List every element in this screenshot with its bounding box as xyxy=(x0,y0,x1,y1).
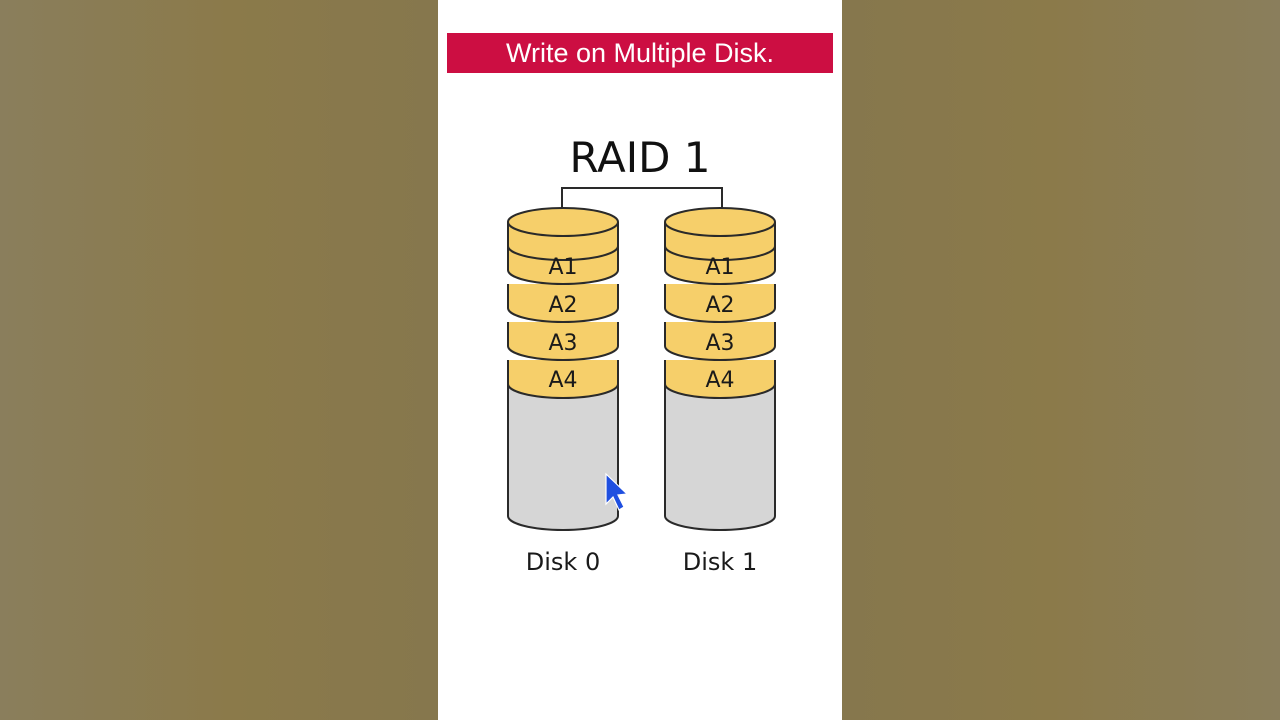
disk-0-block-3 xyxy=(507,322,619,361)
disk-1: A1 A2 A3 A4 xyxy=(664,207,776,531)
disk-0-body xyxy=(507,383,619,531)
disk-0-top xyxy=(507,207,619,237)
disk-1-block-2 xyxy=(664,284,776,323)
disk-1-block-label: A2 xyxy=(705,293,734,318)
disk-1-block-4 xyxy=(664,360,776,399)
disk-0-block-label: A3 xyxy=(548,331,577,356)
diagram-title: RAID 1 xyxy=(569,133,710,182)
disk-0-block-4 xyxy=(507,360,619,399)
banner: Write on Multiple Disk. xyxy=(447,33,833,73)
disk-1-body xyxy=(664,383,776,531)
connector-line xyxy=(561,187,723,226)
disk-0-block-label: A1 xyxy=(548,255,577,280)
disk-0-block-label: A4 xyxy=(548,368,577,393)
disk-0-block-label: A2 xyxy=(548,293,577,318)
pointer-arrow-icon xyxy=(605,472,629,511)
banner-text: Write on Multiple Disk. xyxy=(505,37,775,68)
disk-1-label: Disk 1 xyxy=(683,548,757,576)
disk-1-top xyxy=(664,207,776,237)
disk-1-block-3 xyxy=(664,322,776,361)
disk-1-block-label: A3 xyxy=(705,331,734,356)
disk-1-block-label: A4 xyxy=(705,368,734,393)
disk-0-block-2 xyxy=(507,284,619,323)
disk-1-block-label: A1 xyxy=(705,255,734,280)
disk-0: A1 A2 A3 A4 xyxy=(507,207,619,531)
disk-0-label: Disk 0 xyxy=(526,548,600,576)
